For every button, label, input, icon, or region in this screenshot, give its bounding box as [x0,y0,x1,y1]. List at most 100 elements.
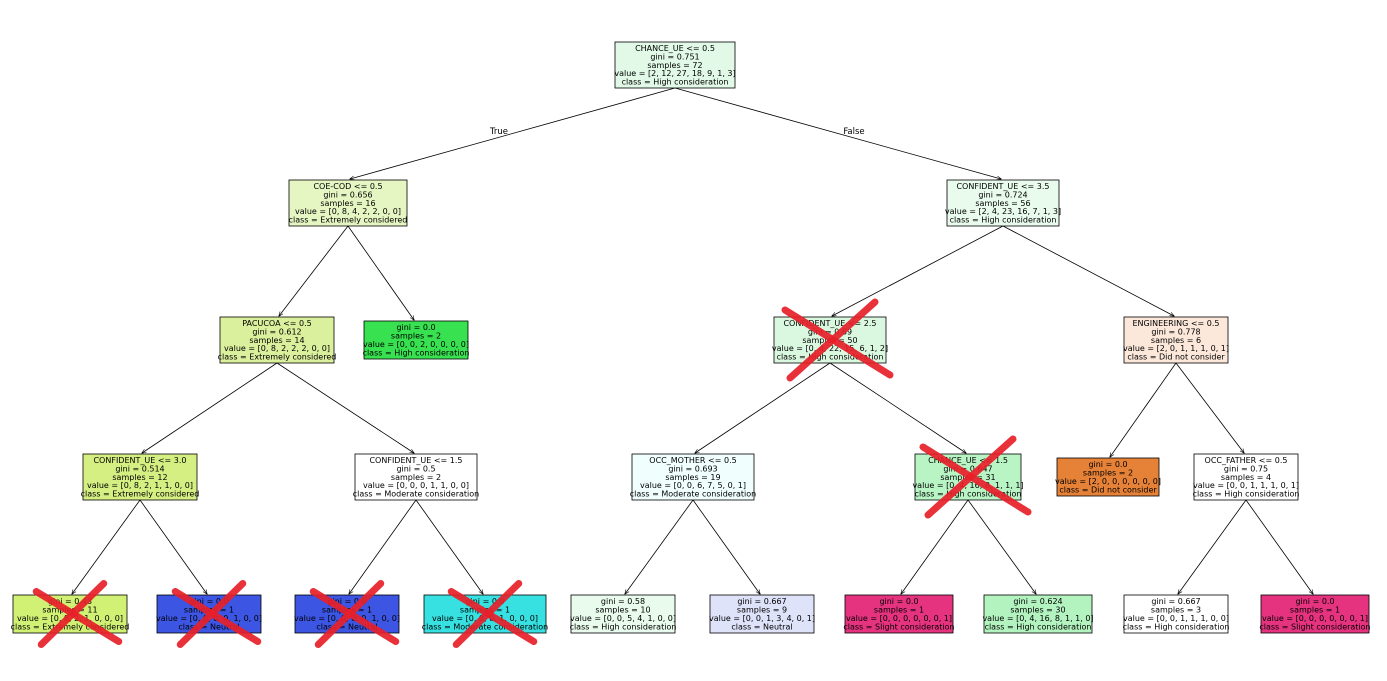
tree-edge [276,362,414,453]
node-line: value = [2, 0, 0, 0, 0, 0, 0] [1055,477,1161,486]
node-line: gini = 0.647 [943,464,992,473]
node-line: class = High consideration [950,216,1057,225]
node-line: value = [0, 0, 1, 1, 1, 0, 1] [1193,481,1299,490]
node-line: class = Moderate consideration [422,622,549,631]
node-line: gini = 0.0 [879,597,918,606]
node-line: samples = 2 [391,473,441,482]
red-cross-marks [32,298,1032,648]
node-line: class = Slight consideration [843,622,954,631]
true-edge-label: True [489,127,508,137]
node-line: samples = 19 [665,473,720,482]
node-line: value = [0, 0, 1, 1, 1, 0, 0] [1123,614,1229,623]
node-line: gini = 0.0 [396,323,435,332]
node-line: COE-COD <= 0.5 [313,182,382,191]
node-line: gini = 0.75 [1224,464,1268,473]
node-box [363,320,469,360]
node-line: samples = 72 [647,61,702,70]
node-line: OCC_FATHER <= 0.5 [1205,456,1288,465]
node-box [570,594,676,634]
node-line: class = High consideration [363,348,470,357]
node-line: value = [0, 8, 4, 2, 2, 0, 0] [295,207,401,216]
red-cross-stroke [37,580,108,648]
node-line: value = [2, 12, 27, 18, 9, 1, 3] [614,69,735,78]
node-line: OCC_MOTHER <= 0.5 [649,456,736,465]
red-cross-stroke [786,298,879,382]
node-line: PACUCOA <= 0.5 [242,319,312,328]
node-box [1260,594,1370,634]
node-line: gini = 0.0 [465,597,504,606]
node-line: class = High consideration [1193,490,1300,499]
node-line: samples = 16 [320,199,375,208]
node-line: gini = 0.0 [1088,460,1127,469]
red-cross-stroke [176,580,247,648]
node-line: samples = 2 [1083,469,1133,478]
edge-labels: True False [489,127,865,137]
tree-edges [72,87,1313,594]
tree-edge [692,499,760,594]
node-line: class = Extremely considered [218,353,337,362]
red-cross-stroke [781,306,894,379]
node-line: gini = 0.667 [1151,597,1200,606]
node-line: gini = 0.0 [1295,597,1334,606]
node-line: CONFIDENT_UE <= 2.5 [783,319,876,328]
red-cross-stroke [447,588,538,645]
node-line: gini = 0.514 [115,464,164,473]
tree-edge [347,225,414,320]
node-line: class = Neutral [731,622,792,631]
node-box [1056,457,1160,497]
tree-edge [349,499,417,594]
tree-edge [139,499,207,594]
node-line: value = [0, 0, 2, 0, 0, 0, 0] [363,340,469,349]
node-line: ENGINEERING <= 0.5 [1132,319,1219,328]
tree-edge [967,499,1036,594]
node-line: class = Moderate consideration [353,490,480,499]
red-cross-stroke [919,443,1032,516]
false-edge-label: False [843,127,864,137]
node-line: samples = 1 [874,606,924,615]
node-line: gini = 0.5 [396,464,435,473]
red-cross-stroke [314,580,385,648]
tree-edge [142,362,278,453]
node-line: class = Did not consider [1059,485,1157,494]
node-line: class = Neutral [316,622,377,631]
node-line: samples = 14 [249,336,304,345]
node-line: class = High consideration [777,353,884,362]
red-cross-stroke [32,588,123,645]
tree-edge [829,362,966,453]
node-box [946,179,1060,227]
node-line: samples = 3 [1151,606,1201,615]
node-line: samples = 12 [112,473,167,482]
node-line: samples = 2 [391,332,441,341]
node-line: value = [0, 4, 16, 8, 1, 1, 1] [912,481,1023,490]
node-line: samples = 30 [1010,606,1065,615]
node-line: class = High consideration [1123,622,1230,631]
node-line: value = [0, 0, 1, 3, 4, 0, 1] [709,614,815,623]
node-box [614,41,736,89]
node-line: class = High consideration [985,622,1092,631]
node-box [354,453,478,501]
node-box [1123,594,1229,634]
node-line: value = [0, 4, 16, 8, 1, 1, 0] [982,614,1093,623]
node-box [219,316,335,364]
node-line: value = [2, 0, 1, 1, 1, 0, 1] [1123,344,1229,353]
node-box [288,179,408,227]
tree-edge [1110,362,1177,457]
node-box [1193,453,1299,501]
node-line: samples = 56 [975,199,1030,208]
node-line: samples = 1 [1290,606,1340,615]
tree-edge [415,499,483,594]
node-line: value = [0, 0, 0, 1, 1, 0, 0] [363,481,469,490]
node-box [709,594,815,634]
node-line: value = [0, 0, 0, 0, 0, 0, 1] [1262,614,1368,623]
